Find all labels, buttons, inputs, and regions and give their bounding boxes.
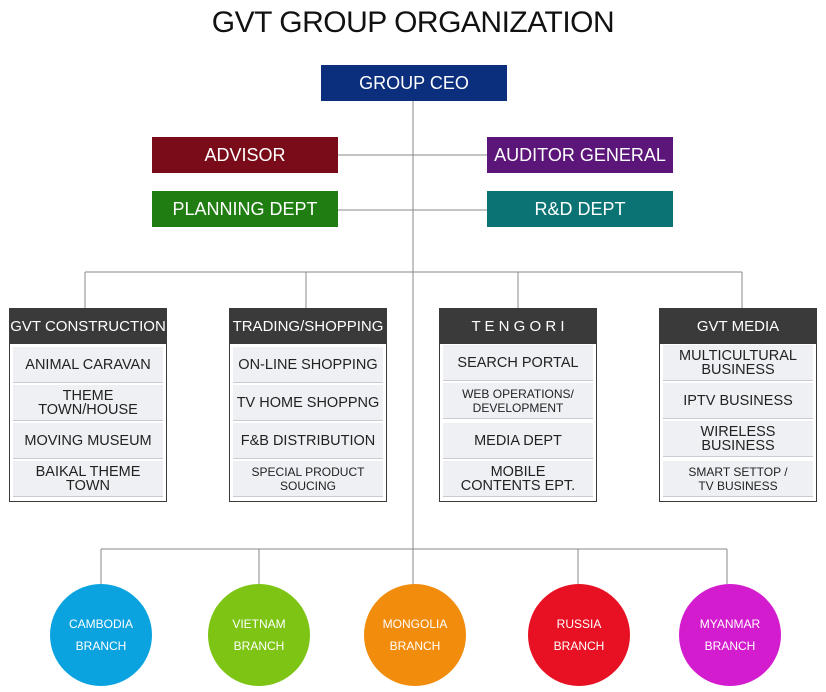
advisor-label: ADVISOR <box>204 144 286 165</box>
list-item: BAIKAL THEME TOWN <box>13 461 163 497</box>
page-title: GVT GROUP ORGANIZATION <box>211 6 615 39</box>
list-item: ON-LINE SHOPPING <box>233 347 383 383</box>
branch-suffix: BRANCH <box>75 639 127 653</box>
branch-name: RUSSIA <box>556 617 602 631</box>
branch-suffix: BRANCH <box>704 639 756 653</box>
list-item: MULTICULTURAL BUSINESS <box>663 345 813 381</box>
auditor-general-label: AUDITOR GENERAL <box>494 144 666 165</box>
auditor-general-box: AUDITOR GENERAL <box>487 137 673 173</box>
branch-mongolia: MONGOLIA BRANCH <box>364 584 466 686</box>
division-name: GVT CONSTRUCTION <box>10 317 166 335</box>
branch-name: MYANMAR <box>699 617 761 631</box>
division-name: GVT MEDIA <box>696 317 780 335</box>
list-item: ANIMAL CARAVAN <box>13 347 163 383</box>
branch-suffix: BRANCH <box>233 639 285 653</box>
advisor-box: ADVISOR <box>152 137 338 173</box>
division-header-trading: TRADING/SHOPPING <box>229 308 387 344</box>
list-item: SMART SETTOP / TV BUSINESS <box>663 461 813 497</box>
list-item: IPTV BUSINESS <box>663 383 813 419</box>
rnd-dept-label: R&D DEPT <box>534 198 626 219</box>
planning-dept-label: PLANNING DEPT <box>172 198 318 219</box>
division-list-media: MULTICULTURAL BUSINESS IPTV BUSINESS WIR… <box>659 344 817 502</box>
list-item: MEDIA DEPT <box>443 423 593 459</box>
division-name: T E N G O R I <box>471 317 565 335</box>
group-ceo-label: GROUP CEO <box>359 72 469 93</box>
branch-suffix: BRANCH <box>553 639 605 653</box>
group-ceo-box: GROUP CEO <box>321 65 507 101</box>
branch-suffix: BRANCH <box>389 639 441 653</box>
list-item: WIRELESS BUSINESS <box>663 421 813 457</box>
planning-dept-box: PLANNING DEPT <box>152 191 338 227</box>
list-item: MOVING MUSEUM <box>13 423 163 459</box>
list-item: MOBILE CONTENTS EPT. <box>443 461 593 497</box>
branch-russia: RUSSIA BRANCH <box>528 584 630 686</box>
branch-vietnam: VIETNAM BRANCH <box>208 584 310 686</box>
division-name: TRADING/SHOPPING <box>232 317 384 335</box>
list-item: THEME TOWN/HOUSE <box>13 385 163 421</box>
list-item: SPECIAL PRODUCT SOUCING <box>233 461 383 497</box>
list-item: TV HOME SHOPPNG <box>233 385 383 421</box>
list-item: WEB OPERATIONS/ DEVELOPMENT <box>443 383 593 419</box>
division-list-trading: ON-LINE SHOPPING TV HOME SHOPPNG F&B DIS… <box>229 344 387 502</box>
division-list-tengori: SEARCH PORTAL WEB OPERATIONS/ DEVELOPMEN… <box>439 344 597 502</box>
rnd-dept-box: R&D DEPT <box>487 191 673 227</box>
division-list-construction: ANIMAL CARAVAN THEME TOWN/HOUSE MOVING M… <box>9 344 167 502</box>
branch-name: CAMBODIA <box>68 617 133 631</box>
list-item: SEARCH PORTAL <box>443 345 593 381</box>
branch-myanmar: MYANMAR BRANCH <box>679 584 781 686</box>
division-header-media: GVT MEDIA <box>659 308 817 344</box>
branch-name: MONGOLIA <box>382 617 448 631</box>
branch-cambodia: CAMBODIA BRANCH <box>50 584 152 686</box>
list-item: F&B DISTRIBUTION <box>233 423 383 459</box>
division-header-tengori: T E N G O R I <box>439 308 597 344</box>
division-header-construction: GVT CONSTRUCTION <box>9 308 167 344</box>
branch-name: VIETNAM <box>232 617 286 631</box>
